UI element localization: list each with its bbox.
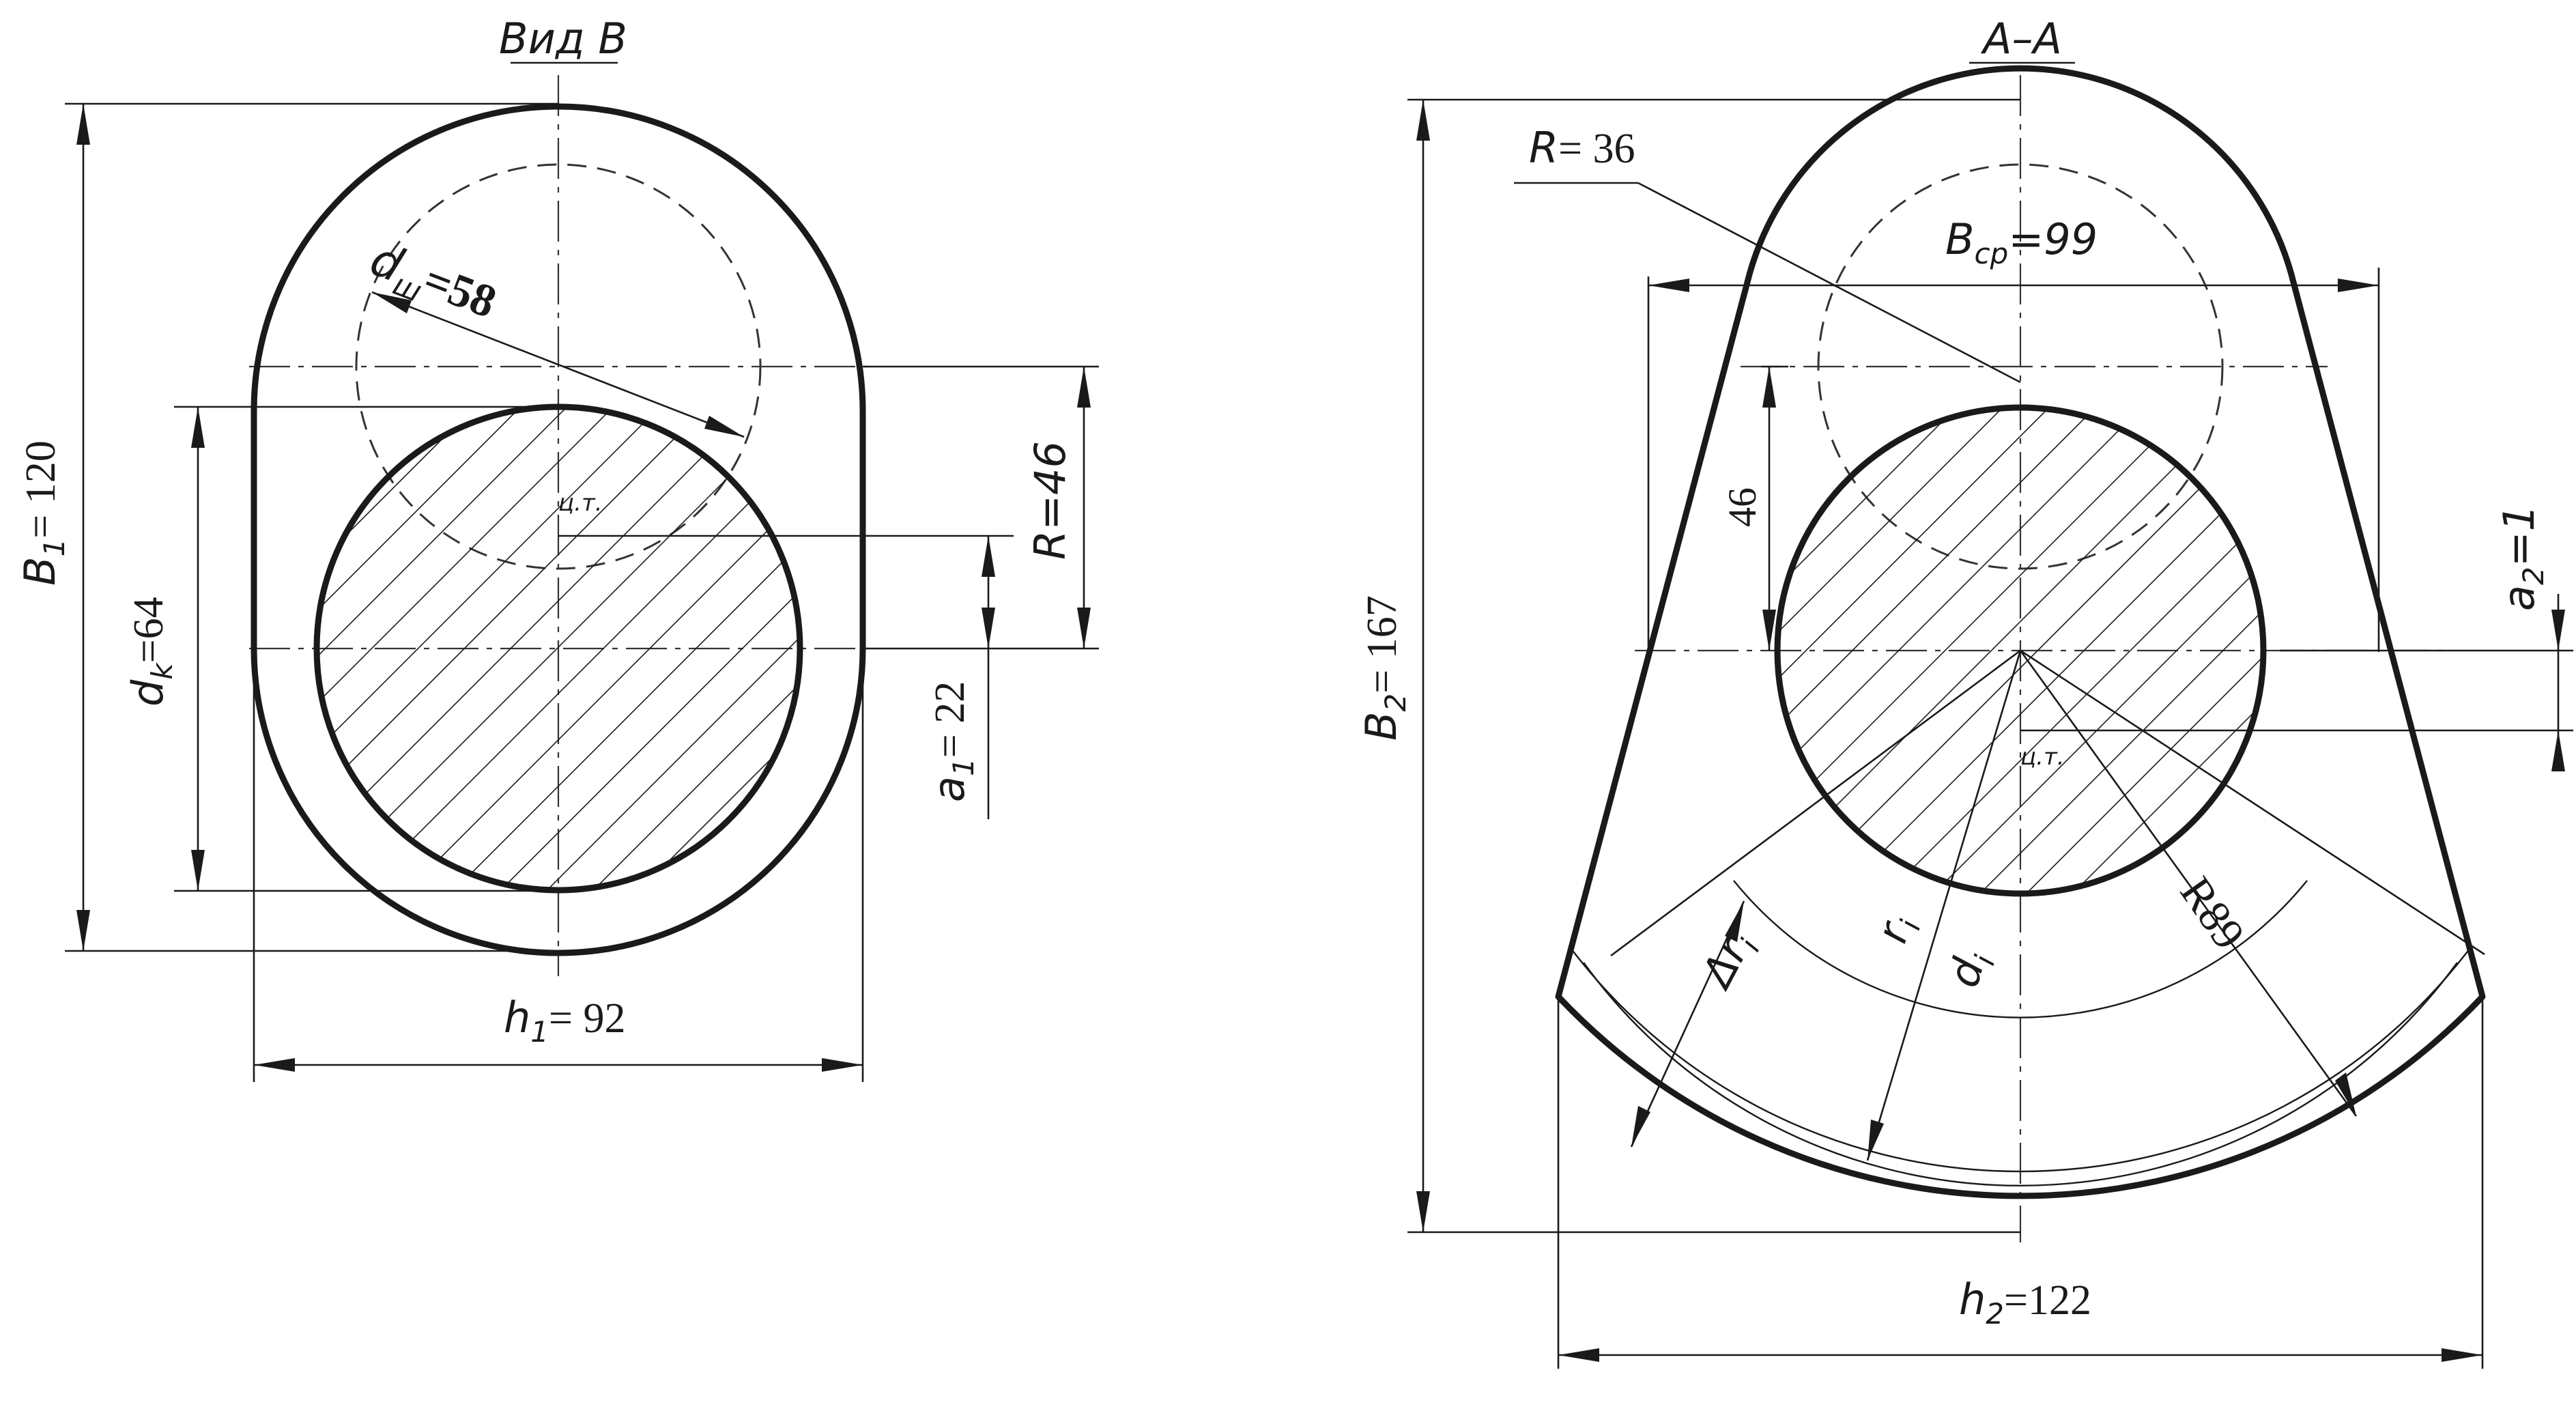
- right-bcp-label: Bср=99: [1945, 214, 2098, 270]
- left-h1-label: h1= 92: [504, 993, 626, 1049]
- right-radial-di: [1610, 649, 2021, 957]
- left-r-label: R=46: [1025, 441, 1075, 560]
- right-h2-label: h2=122: [1959, 1275, 2091, 1330]
- right-arc-di: [1733, 880, 2308, 1019]
- left-b1-label: B1= 120: [15, 440, 71, 586]
- right-view-title: А–А: [1980, 14, 2062, 63]
- right-cg-label: ц.т.: [2020, 743, 2065, 771]
- right-di-label: di: [1938, 945, 2002, 995]
- right-a2-label: a2=1: [2494, 504, 2550, 611]
- left-view: Вид В B1= 120 dk=64: [15, 14, 1099, 1082]
- right-b2-label: B2= 167: [1356, 595, 1412, 741]
- right-ri-label: ri: [1867, 909, 1928, 950]
- right-radial-extra: [2020, 649, 2485, 956]
- right-radial-r89: [2019, 650, 2358, 1117]
- right-r36-label: R= 36: [1529, 123, 1635, 173]
- right-view: А–А R= 36 Bср=99: [1356, 14, 2573, 1369]
- left-section-circle: [313, 403, 803, 894]
- left-dk-label: dk=64: [123, 597, 179, 707]
- left-outer-contour: [251, 103, 866, 956]
- left-dsh-label: dш=58: [360, 232, 503, 335]
- left-a1-label: a1= 22: [924, 681, 980, 802]
- right-outer-contour: [1555, 65, 2486, 1199]
- right-arc-inner: [1571, 948, 2470, 1173]
- left-view-title: Вид В: [499, 14, 627, 63]
- right-46-label: 46: [1720, 487, 1764, 527]
- left-cg-label: ц.т.: [558, 489, 603, 517]
- right-radial-ri: [1866, 650, 2022, 1161]
